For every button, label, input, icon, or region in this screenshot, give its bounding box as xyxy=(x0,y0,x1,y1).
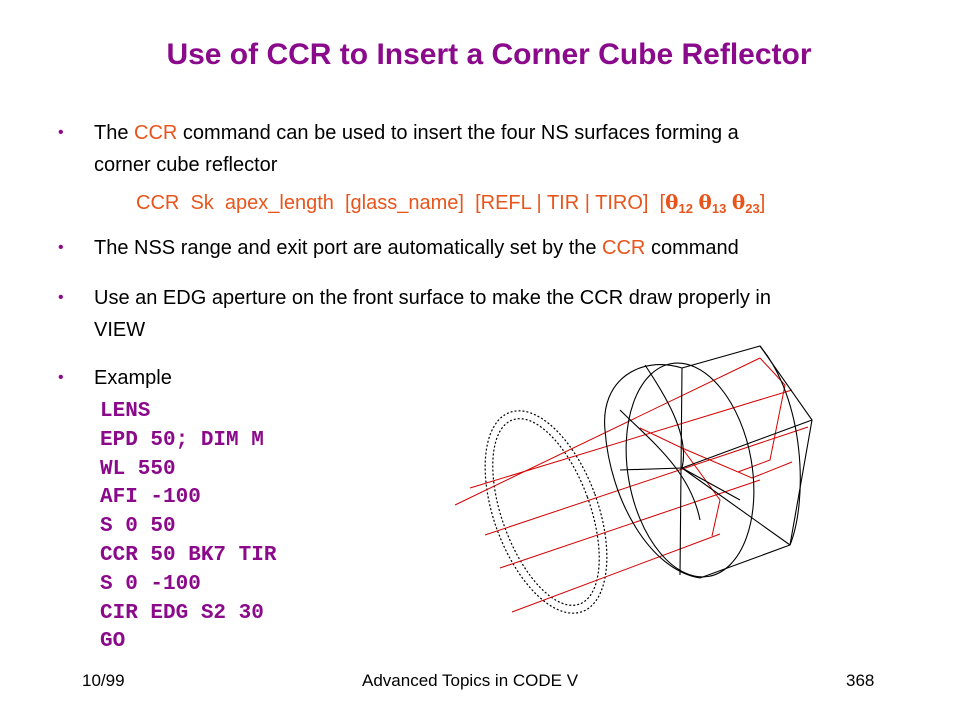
edg-aperture-outer xyxy=(484,410,608,614)
slide-title: Use of CCR to Insert a Corner Cube Refle… xyxy=(166,38,812,71)
theta-symbol: θ xyxy=(698,190,712,214)
code-line: EPD 50; DIM M xyxy=(100,428,264,452)
code-line: GO xyxy=(100,630,126,654)
bullet-text: Use an EDG aperture on the front surface… xyxy=(94,287,771,341)
edg-aperture-inner xyxy=(492,418,600,606)
footer-date: 10/99 xyxy=(82,671,125,690)
code-line: CIR EDG S2 30 xyxy=(100,601,264,625)
bullet-dot-icon: • xyxy=(58,239,64,256)
incoming-rays xyxy=(454,357,809,613)
bullet-dot-icon: • xyxy=(58,124,64,141)
bullet-text: Example xyxy=(94,367,172,389)
ccr-keyword: CCR xyxy=(134,122,178,144)
code-line: S 0 50 xyxy=(100,515,176,539)
corner-cube-diagram xyxy=(454,345,813,614)
bullet-text: The CCR command can be used to insert th… xyxy=(94,122,739,176)
code-line: WL 550 xyxy=(100,457,176,481)
bullet-dot-icon: • xyxy=(58,369,64,386)
bullet-text: The NSS range and exit port are automati… xyxy=(94,237,739,259)
corner-cube-body xyxy=(604,345,813,579)
code-line: CCR 50 BK7 TIR xyxy=(100,543,277,567)
code-line: LENS xyxy=(100,400,151,423)
theta-symbol: θ xyxy=(731,190,746,214)
footer-course: Advanced Topics in CODE V xyxy=(362,671,579,690)
code-line: AFI -100 xyxy=(100,486,201,510)
ccr-keyword: CCR xyxy=(602,237,646,259)
ccr-syntax: CCR Sk apex_length [glass_name] [REFL | … xyxy=(136,190,766,216)
reflected-rays xyxy=(639,357,793,537)
footer-page-number: 368 xyxy=(846,671,875,690)
code-line: S 0 -100 xyxy=(100,572,201,596)
theta-symbol: θ xyxy=(665,190,679,214)
bullet-dot-icon: • xyxy=(58,289,64,306)
